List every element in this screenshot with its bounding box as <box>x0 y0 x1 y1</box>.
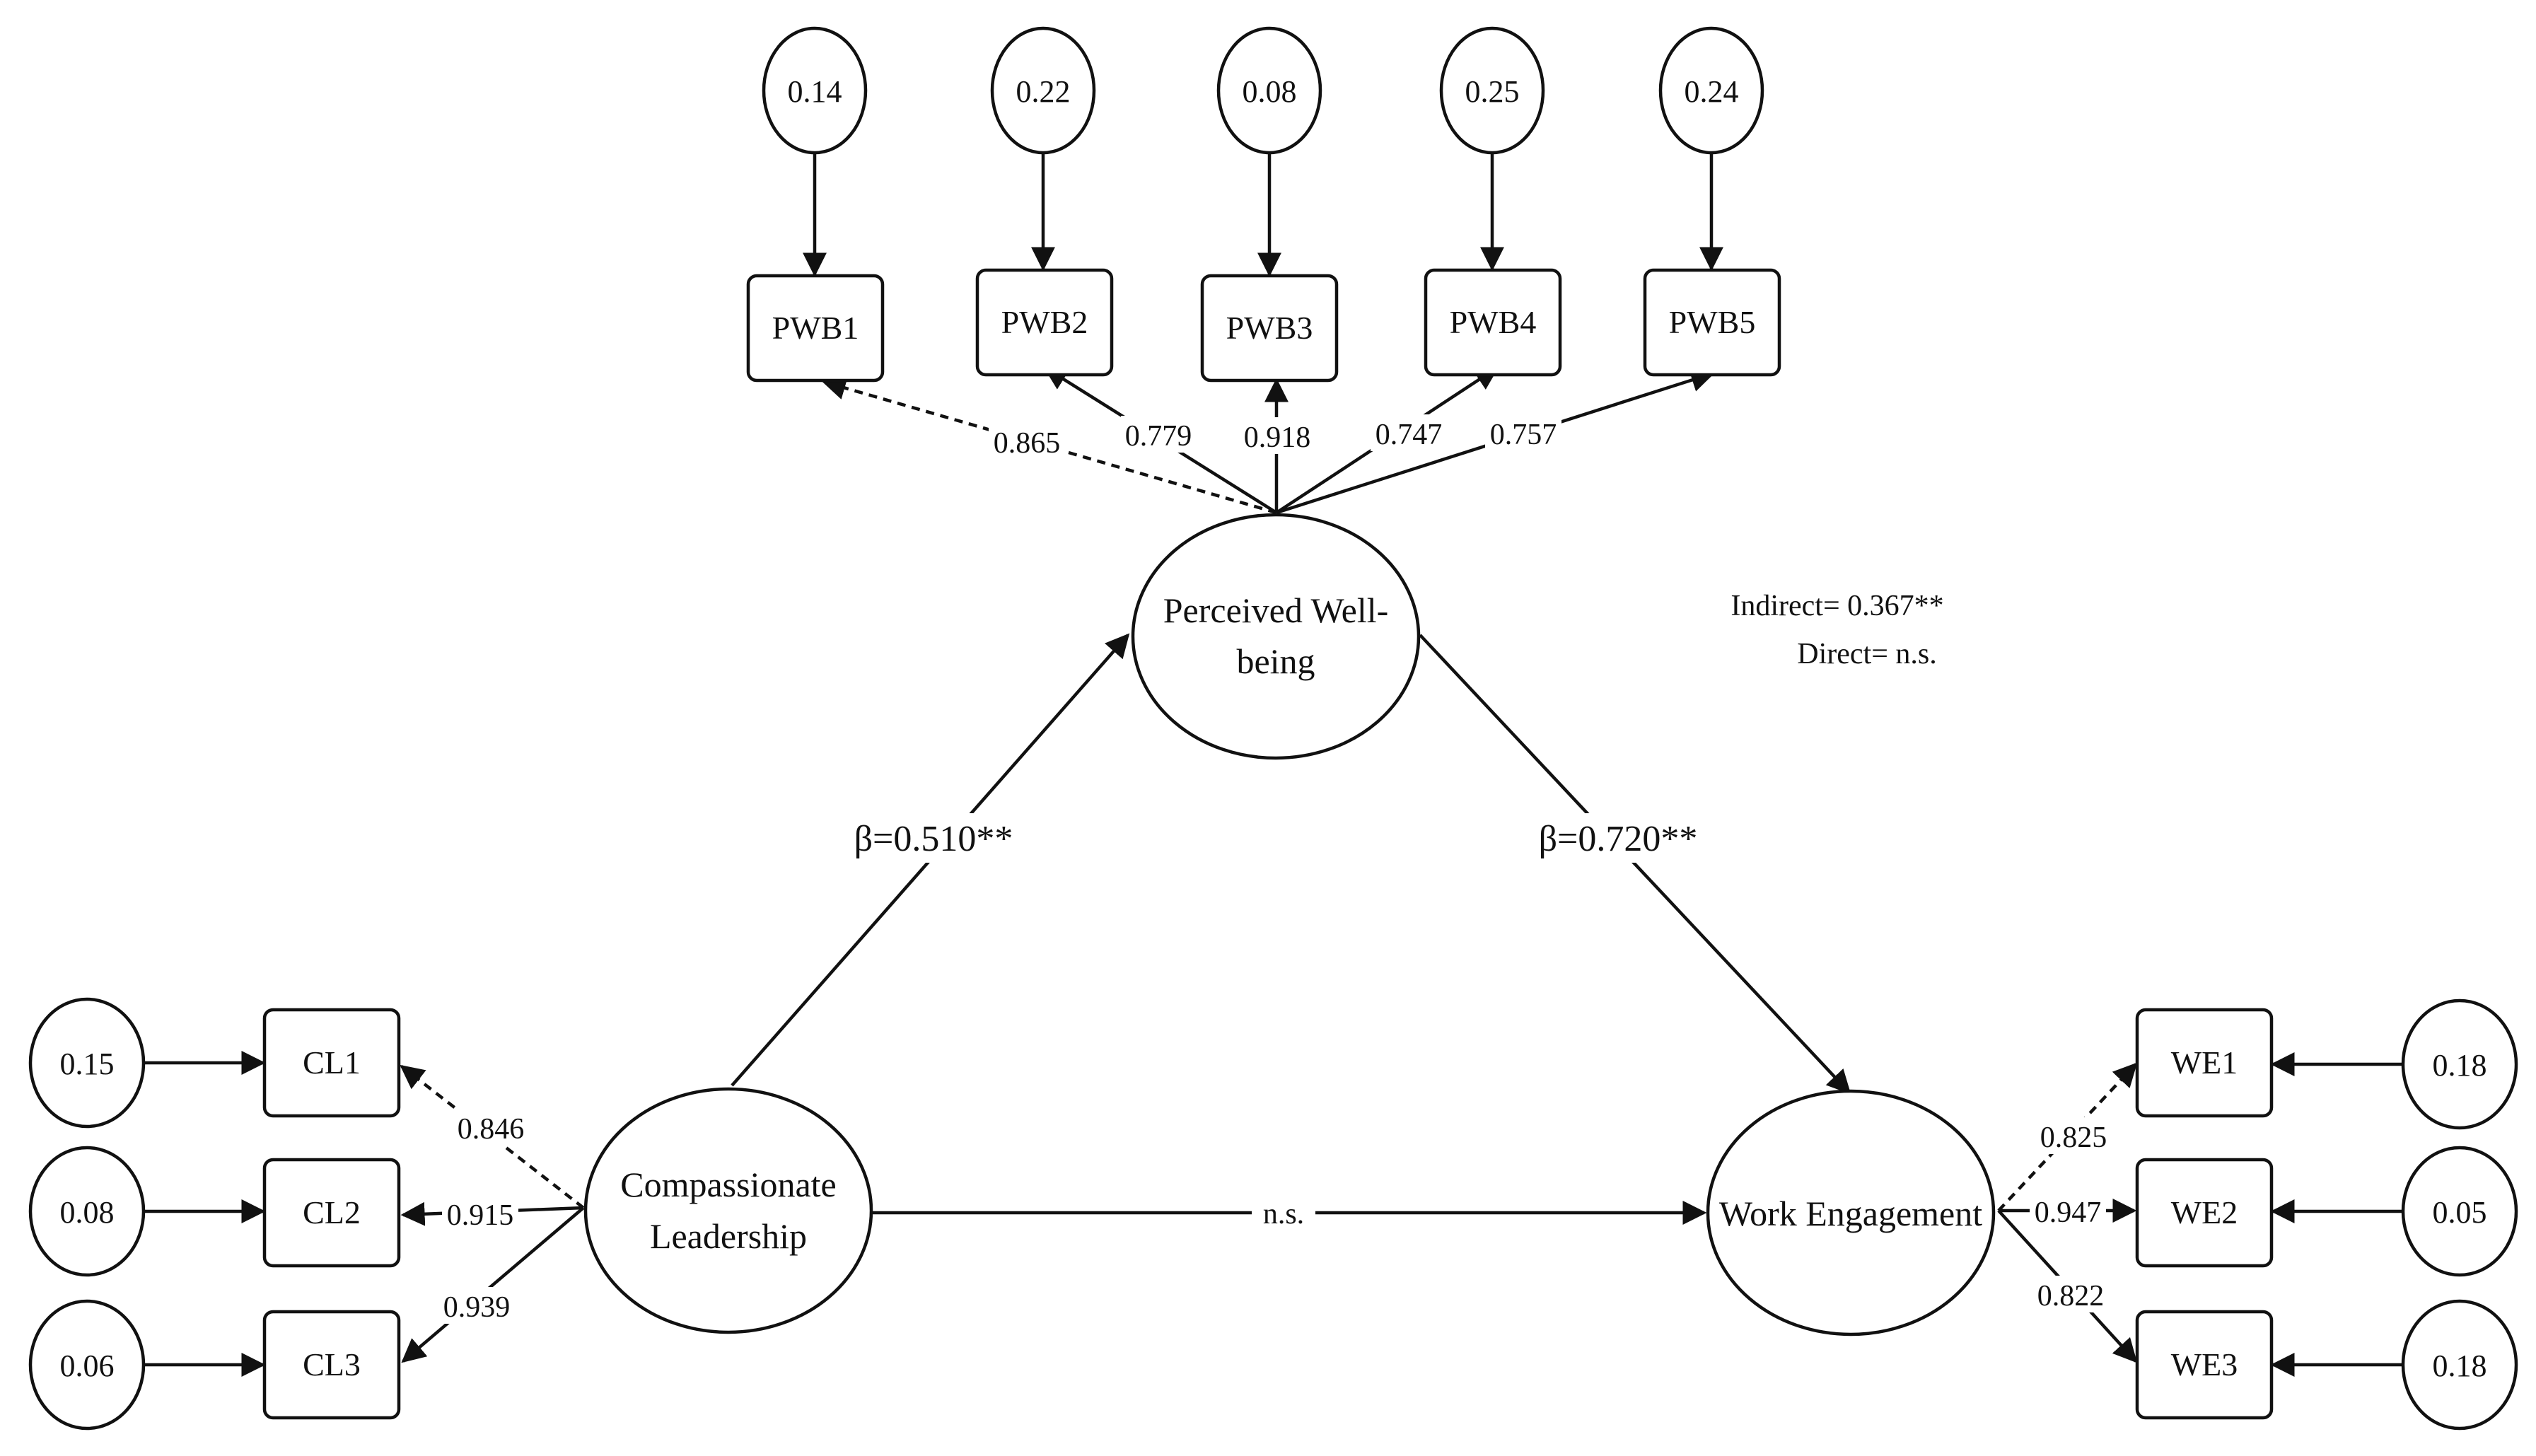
indicator-we2: WE2 <box>2135 1158 2274 1268</box>
loading-arrow-cl3 <box>401 1206 585 1363</box>
indicator-pwb3: PWB3 <box>1200 274 1339 383</box>
svg-text:Leadership: Leadership <box>650 1216 807 1256</box>
loading-arrow-pwb1 <box>821 376 1277 515</box>
indicator-pwb5: PWB5 <box>1643 268 1781 377</box>
loading-label-pwb1: 0.865 <box>994 427 1061 460</box>
error-term-pwb4: 0.25 <box>1439 26 1545 272</box>
svg-text:0.08: 0.08 <box>60 1195 115 1230</box>
indicator-pwb1: PWB1 <box>746 274 885 383</box>
svg-text:0.06: 0.06 <box>60 1349 115 1383</box>
error-term-pwb3: 0.08 <box>1216 26 1322 277</box>
svg-text:CL1: CL1 <box>303 1044 361 1081</box>
indicator-we1: WE1 <box>2135 1008 2274 1118</box>
indicator-cl3: CL3 <box>262 1310 401 1420</box>
loading-label-pwb4: 0.747 <box>1375 419 1443 451</box>
latent-compassionate-leadership: Compassionate Leadership <box>583 1087 873 1334</box>
error-term-pwb1: 0.14 <box>762 26 868 277</box>
svg-text:PWB4: PWB4 <box>1450 304 1537 340</box>
svg-text:WE1: WE1 <box>2171 1044 2238 1081</box>
loading-label-we1: 0.825 <box>2040 1122 2107 1154</box>
svg-text:Work Engagement: Work Engagement <box>1719 1194 1982 1233</box>
svg-text:0.22: 0.22 <box>1016 74 1071 109</box>
svg-text:WE2: WE2 <box>2171 1194 2238 1230</box>
svg-text:0.14: 0.14 <box>788 74 842 109</box>
loading-label-we2: 0.947 <box>2035 1196 2102 1229</box>
path-arrow-pwb-to-we <box>1419 634 1851 1095</box>
latent-perceived-wellbeing: Perceived Well- being <box>1131 513 1421 760</box>
svg-text:PWB2: PWB2 <box>1001 304 1088 340</box>
svg-text:PWB3: PWB3 <box>1226 310 1313 346</box>
indicator-pwb4: PWB4 <box>1424 268 1562 377</box>
svg-text:PWB1: PWB1 <box>772 310 859 346</box>
error-term-pwb2: 0.22 <box>990 26 1096 272</box>
error-term-pwb5: 0.24 <box>1658 26 1764 272</box>
error-term-cl2: 0.08 <box>28 1146 266 1277</box>
loading-label-pwb3: 0.918 <box>1244 421 1311 454</box>
path-label-cl-to-we: n.s. <box>1263 1198 1304 1230</box>
indicator-pwb2: PWB2 <box>975 268 1114 377</box>
latent-work-engagement: Work Engagement <box>1706 1089 1996 1336</box>
indicator-cl2: CL2 <box>262 1158 401 1268</box>
indicator-we3: WE3 <box>2135 1310 2274 1420</box>
svg-text:PWB5: PWB5 <box>1669 304 1756 340</box>
error-term-we2: 0.05 <box>2270 1146 2518 1277</box>
error-term-cl3: 0.06 <box>28 1299 266 1431</box>
svg-text:0.18: 0.18 <box>2433 1349 2487 1383</box>
error-term-we3: 0.18 <box>2270 1299 2518 1431</box>
path-label-cl-to-pwb: β=0.510** <box>854 819 1013 859</box>
svg-text:0.15: 0.15 <box>60 1047 115 1081</box>
svg-text:CL2: CL2 <box>303 1194 361 1230</box>
svg-text:being: being <box>1236 641 1315 681</box>
svg-text:0.25: 0.25 <box>1465 74 1520 109</box>
loading-label-pwb2: 0.779 <box>1125 420 1192 453</box>
loading-label-we3: 0.822 <box>2037 1280 2105 1312</box>
indirect-effect-note: Indirect= 0.367** <box>1731 590 1943 622</box>
loading-label-cl1: 0.846 <box>458 1113 525 1146</box>
loading-arrow-we1 <box>1997 1062 2138 1212</box>
svg-text:0.18: 0.18 <box>2433 1048 2487 1083</box>
svg-text:CL3: CL3 <box>303 1346 361 1382</box>
svg-text:0.05: 0.05 <box>2433 1195 2487 1230</box>
svg-text:Compassionate: Compassionate <box>620 1165 837 1204</box>
svg-text:0.08: 0.08 <box>1243 74 1297 109</box>
loading-label-cl2: 0.915 <box>447 1199 514 1232</box>
error-term-cl1: 0.15 <box>28 997 266 1129</box>
svg-text:WE3: WE3 <box>2171 1346 2238 1382</box>
direct-effect-note: Direct= n.s. <box>1797 638 1936 670</box>
indicator-cl1: CL1 <box>262 1008 401 1118</box>
svg-text:Perceived Well-: Perceived Well- <box>1163 590 1389 630</box>
path-label-pwb-to-we: β=0.720** <box>1539 819 1698 859</box>
loading-label-cl3: 0.939 <box>443 1291 511 1324</box>
loading-label-pwb5: 0.757 <box>1490 419 1557 451</box>
svg-text:0.24: 0.24 <box>1685 74 1739 109</box>
error-term-we1: 0.18 <box>2270 998 2518 1130</box>
